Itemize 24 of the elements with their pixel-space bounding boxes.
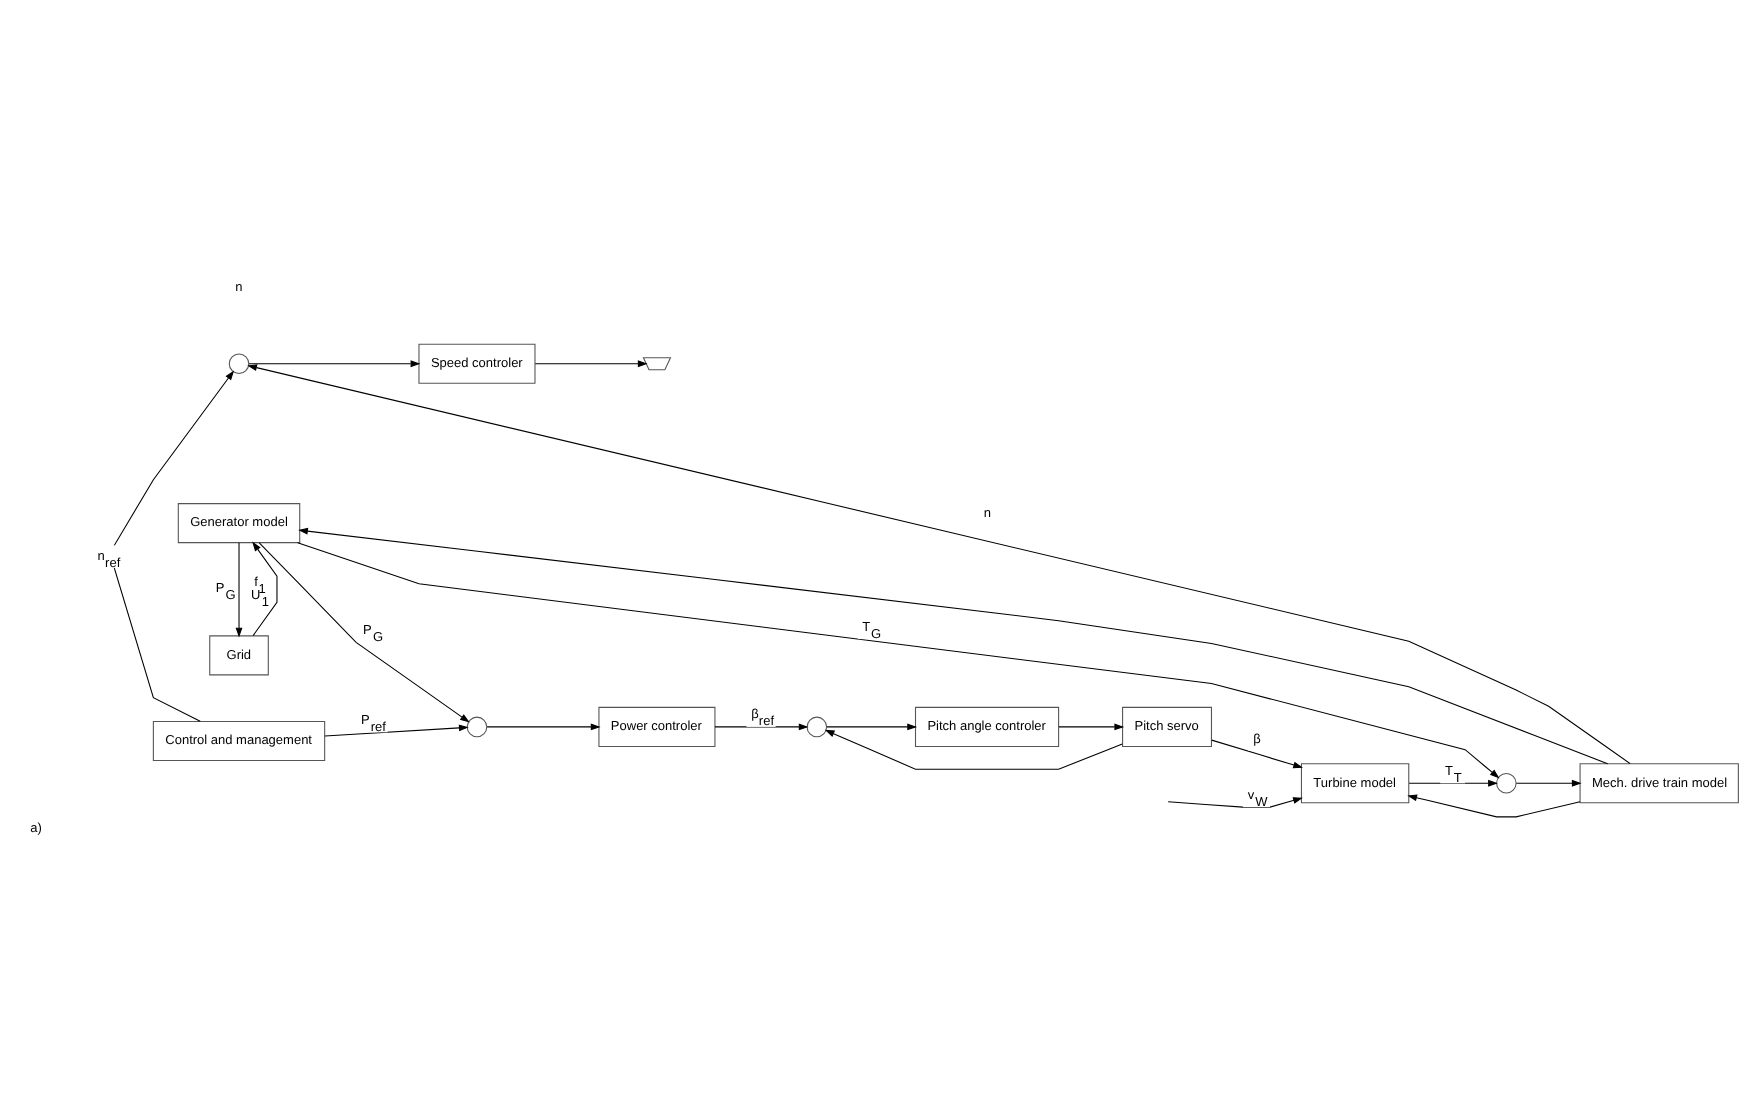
arrow — [248, 360, 421, 368]
arrow — [1407, 794, 1581, 818]
arrow — [298, 527, 1609, 765]
node-circle — [1496, 773, 1517, 794]
arrow — [1515, 779, 1582, 787]
arrow — [486, 723, 601, 731]
arrow — [235, 542, 243, 638]
arrow — [324, 724, 469, 737]
arrow — [113, 370, 235, 722]
arrow — [1058, 723, 1125, 731]
arrow — [714, 723, 809, 731]
node-circle — [228, 353, 250, 375]
arrow — [297, 542, 1500, 779]
arrow — [534, 360, 648, 368]
arrow — [826, 723, 918, 731]
arrow — [252, 541, 278, 637]
node-circle — [466, 716, 488, 738]
arrow — [258, 542, 470, 723]
node-trapezoid — [642, 357, 672, 371]
arrow — [1408, 779, 1498, 787]
node-circle — [806, 716, 828, 738]
arrow — [1167, 797, 1303, 808]
arrow — [1211, 739, 1303, 769]
arrow — [824, 729, 1123, 770]
